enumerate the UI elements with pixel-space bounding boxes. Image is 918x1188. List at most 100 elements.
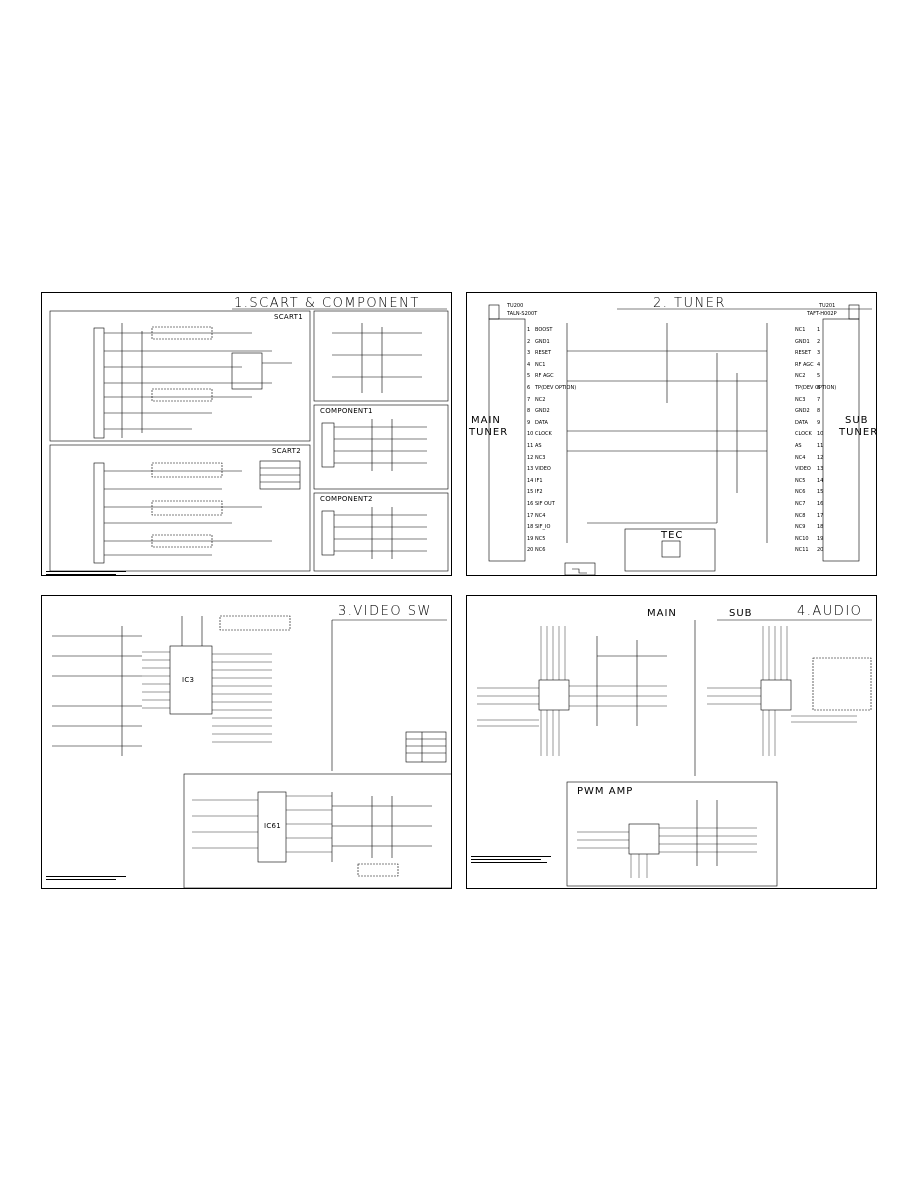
sub-tuner-pin-number: 13 <box>817 466 824 473</box>
sub-tuner-pin-number: 19 <box>817 535 824 542</box>
tu200-label: TU200 <box>507 303 524 309</box>
sub-tuner-pin-number: 9 <box>817 419 821 426</box>
main-tuner-pin-label: BOOST <box>535 327 553 333</box>
sub-tuner-pin-label: RF AGC <box>795 361 814 368</box>
tu201-model: TAFT-H002P <box>807 311 837 317</box>
ic61-label: IC61 <box>264 822 282 830</box>
sheet-audio-title: 4.AUDIO <box>797 604 863 619</box>
sub-tuner-pin-number: 12 <box>817 454 824 461</box>
main-tuner-pin-label: VIDEO <box>535 466 551 473</box>
main-tuner-pin-label: TP(DEV OPTION) <box>535 385 577 391</box>
main-tuner-pin-label: AS <box>535 443 542 449</box>
tu201-label: TU201 <box>819 303 836 309</box>
main-tuner-pin-label: GND2 <box>535 408 550 415</box>
main-tuner-pin-number: 1 <box>527 327 531 333</box>
sub-tuner-pin-number: 8 <box>817 408 821 415</box>
main-tuner-pin-label: IF1 <box>535 477 543 484</box>
main-tuner-pin-label: NC5 <box>535 535 546 542</box>
main-tuner-pin-number: 11 <box>527 443 534 449</box>
main-tuner-pin-label: NC1 <box>535 361 546 368</box>
sub-tuner-pin-label: GND1 <box>795 338 810 345</box>
sub-tuner-pin-number: 14 <box>817 477 824 484</box>
sheet-tuner: 2. TUNER TU200 TALN-S200T TU201 TAFT-H00… <box>466 292 877 576</box>
sub-tuner-pin-number: 17 <box>817 512 824 519</box>
main-tuner-pin-label: NC6 <box>535 547 546 554</box>
sub-tuner-pin-label: RESET <box>795 350 812 357</box>
main-tuner-pin-number: 3 <box>527 350 531 357</box>
sub-tuner-pin-number: 2 <box>817 338 821 345</box>
main-tuner-pin-number: 9 <box>527 419 531 426</box>
main-tuner-pin-number: 12 <box>527 454 534 461</box>
main-tuner-pin-number: 13 <box>527 466 534 473</box>
sub-tuner-pin-label: NC7 <box>795 501 806 507</box>
sheet-scart-component: 1.SCART & COMPONENT SCART1 SCART2 COMPON… <box>41 292 452 576</box>
sub-tuner-pin-label: VIDEO <box>795 466 811 473</box>
scart1-label: SCART1 <box>274 313 304 321</box>
sub-tuner-pin-label: NC1 <box>795 327 806 333</box>
main-tuner-pin-label: NC4 <box>535 512 546 519</box>
sub-tuner-pin-label: NC10 <box>795 535 809 542</box>
main-tuner-pin-label: RESET <box>535 350 552 357</box>
main-tuner-pin-number: 6 <box>527 385 531 391</box>
sub-tuner-pin-number: 6 <box>817 385 821 391</box>
audio-sub-label: SUB <box>729 608 753 619</box>
main-tuner-pin-label: GND1 <box>535 338 550 345</box>
sub-tuner-pin-label: CLOCK <box>795 431 812 438</box>
sub-tuner-pin-label: AS <box>795 443 802 449</box>
main-tuner-label-1: MAIN <box>471 415 501 426</box>
sub-tuner-pin-label: NC9 <box>795 524 806 531</box>
sheet-video-title: 3.VIDEO SW <box>338 604 432 619</box>
audio-main-label: MAIN <box>647 608 677 619</box>
audio-schematic <box>471 619 872 887</box>
sub-tuner-pin-label: NC6 <box>795 489 806 496</box>
main-tuner-pin-label: CLOCK <box>535 431 552 438</box>
pwm-amp-label: PWM AMP <box>577 786 634 797</box>
main-tuner-pin-label: SIF OUT <box>535 501 555 507</box>
main-tuner-pin-label: NC3 <box>535 454 546 461</box>
main-tuner-pin-number: 15 <box>527 489 534 496</box>
main-tuner-pin-number: 8 <box>527 408 531 415</box>
sheet-tuner-title: 2. TUNER <box>653 296 726 311</box>
sub-tuner-pin-number: 3 <box>817 350 821 357</box>
sub-tuner-pin-number: 7 <box>817 396 821 403</box>
sub-tuner-pin-label: GND2 <box>795 408 810 415</box>
sub-tuner-pin-label: TP(DEV OPTION) <box>795 385 837 391</box>
sub-tuner-pin-label: DATA <box>795 419 808 426</box>
main-tuner-pin-number: 5 <box>527 373 531 380</box>
sheet-scart-title: 1.SCART & COMPONENT <box>234 296 420 311</box>
main-tuner-pin-label: SIF_IO <box>535 524 551 531</box>
sheet-video-sw: 3.VIDEO SW IC3 IC61 <box>41 595 452 889</box>
scart2-label: SCART2 <box>272 447 302 455</box>
video-schematic <box>46 615 451 888</box>
sheet-audio: 4.AUDIO MAIN SUB PWM AMP <box>466 595 877 889</box>
main-tuner-pin-label: RF AGC <box>535 373 554 380</box>
component1-label: COMPONENT1 <box>320 407 373 415</box>
tec-label: TEC <box>661 530 684 541</box>
sub-tuner-pin-label: NC8 <box>795 512 806 519</box>
sub-tuner-pin-number: 16 <box>817 501 824 507</box>
main-tuner-pin-number: 2 <box>527 338 531 345</box>
sub-tuner-pin-number: 4 <box>817 361 821 368</box>
main-tuner-pin-number: 20 <box>527 547 534 554</box>
component2-label: COMPONENT2 <box>320 495 373 503</box>
main-tuner-pin-number: 14 <box>527 477 534 484</box>
main-tuner-label-2: TUNER <box>469 427 509 438</box>
main-tuner-pin-number: 16 <box>527 501 534 507</box>
sub-tuner-pin-label: NC5 <box>795 477 806 484</box>
sub-tuner-pin-number: 11 <box>817 443 824 449</box>
main-tuner-pin-number: 10 <box>527 431 534 438</box>
main-tuner-pin-number: 18 <box>527 524 534 531</box>
sub-tuner-label-2: TUNER <box>839 427 877 438</box>
main-tuner-pin-number: 19 <box>527 535 534 542</box>
sub-tuner-pin-label: NC2 <box>795 373 806 380</box>
main-tuner-pin-label: IF2 <box>535 489 543 496</box>
sub-tuner-pin-number: 10 <box>817 431 824 438</box>
main-tuner-pin-label: NC2 <box>535 396 546 403</box>
sub-tuner-pin-number: 1 <box>817 327 821 333</box>
main-tuner-pin-label: DATA <box>535 419 548 426</box>
sub-tuner-pin-number: 15 <box>817 489 824 496</box>
sub-tuner-pin-label: NC4 <box>795 454 806 461</box>
ic3-label: IC3 <box>182 676 195 684</box>
sub-tuner-pin-label: NC3 <box>795 396 806 403</box>
tuner-schematic <box>488 304 872 575</box>
